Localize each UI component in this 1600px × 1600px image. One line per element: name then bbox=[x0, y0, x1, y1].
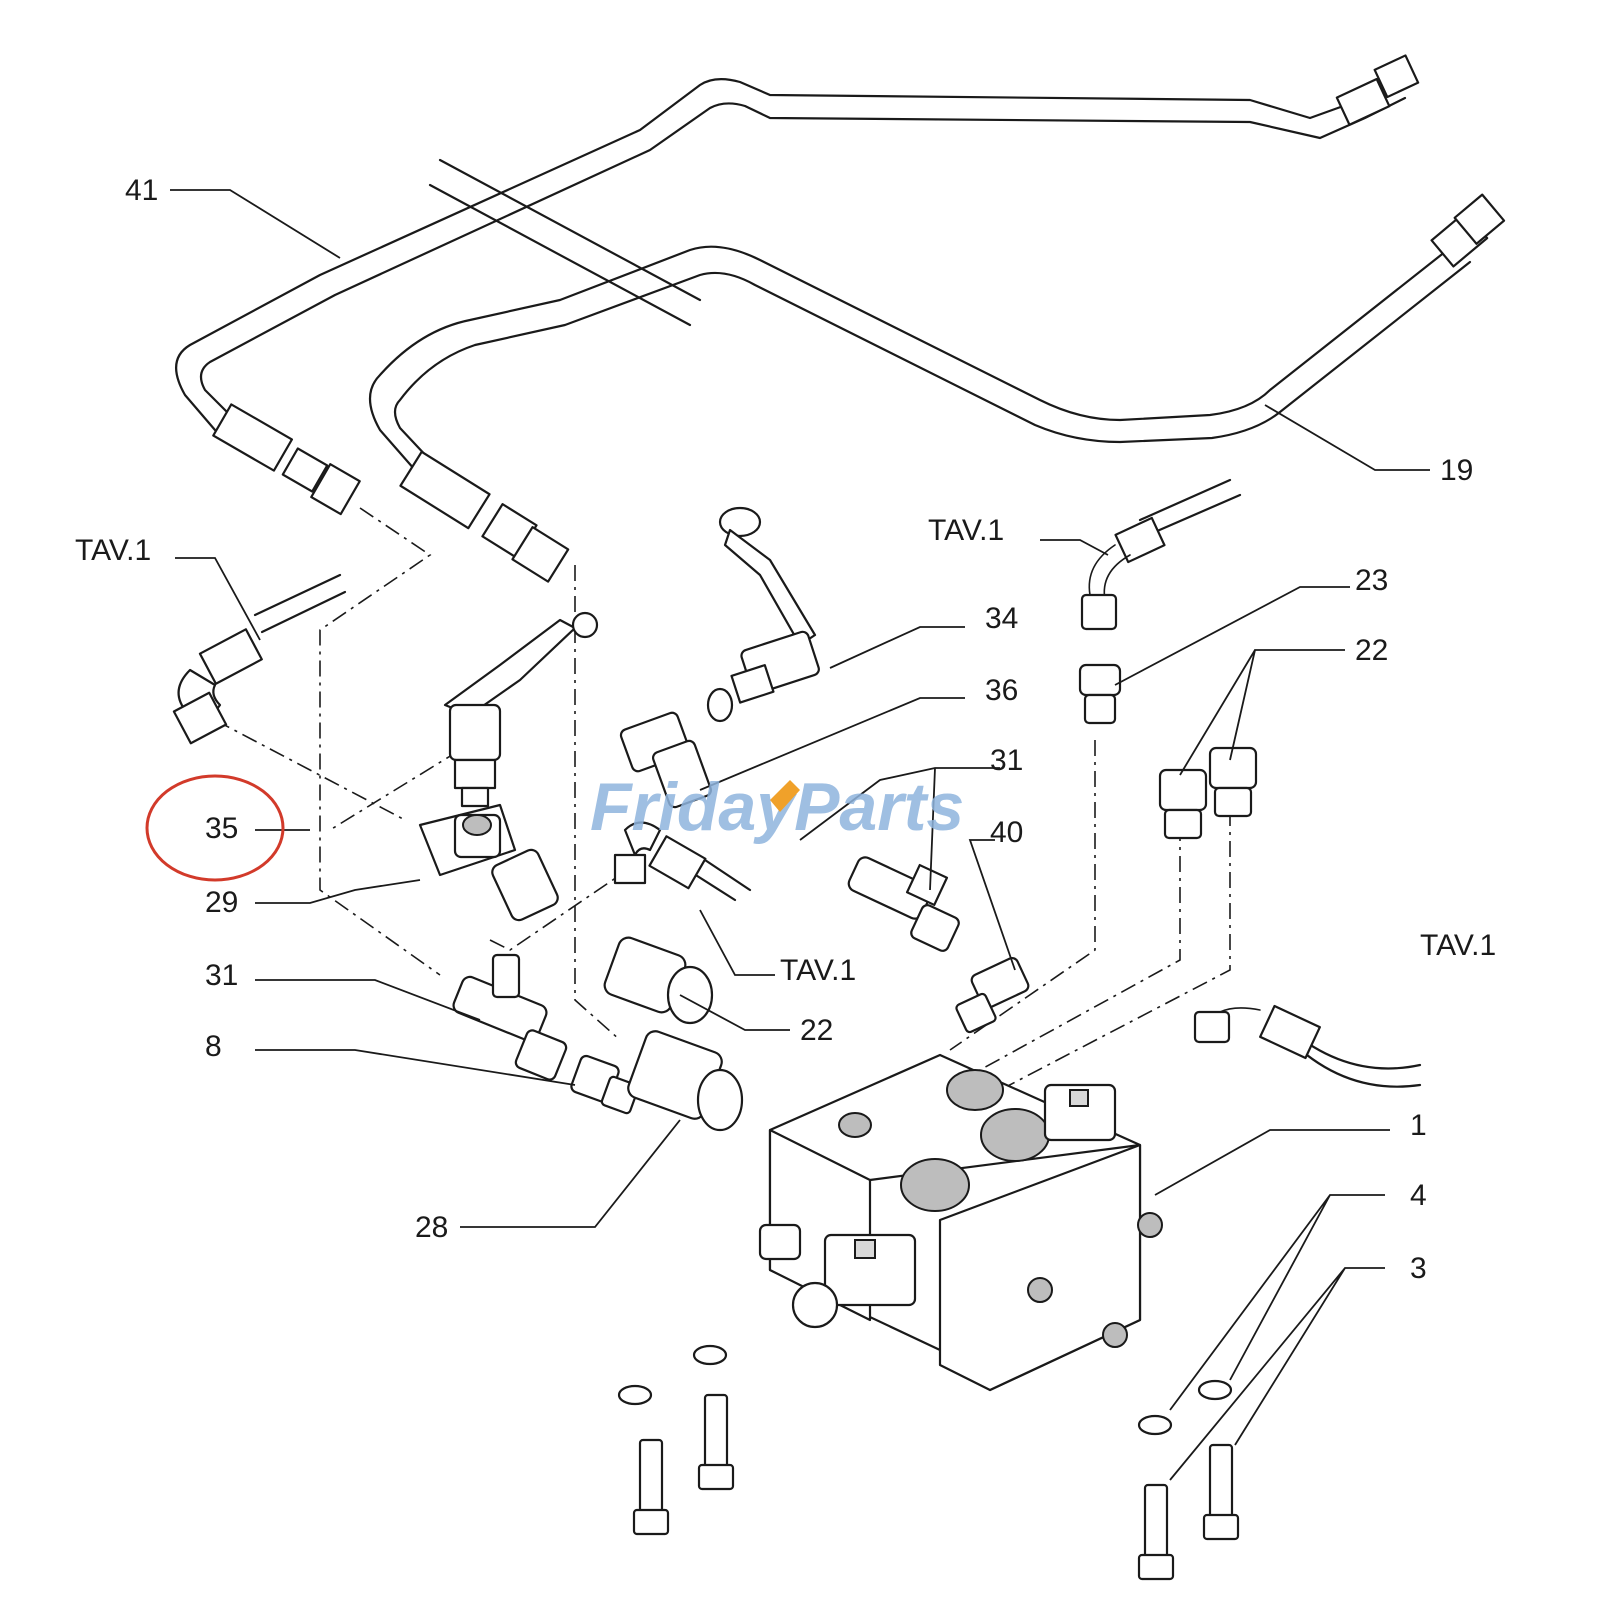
svg-text:FridayParts: FridayParts bbox=[590, 769, 964, 845]
label-31-right: 31 bbox=[990, 744, 1023, 777]
label-tav-left: TAV.1 bbox=[75, 534, 151, 567]
label-3: 3 bbox=[1410, 1252, 1427, 1285]
label-tav-mid: TAV.1 bbox=[780, 954, 856, 987]
label-22-mid: 22 bbox=[800, 1014, 833, 1047]
adapter-28 bbox=[627, 1030, 744, 1132]
label-tav-right: TAV.1 bbox=[1420, 929, 1496, 962]
label-22-right: 22 bbox=[1355, 634, 1388, 667]
watermark-accent-icon bbox=[770, 780, 800, 812]
label-28: 28 bbox=[415, 1211, 448, 1244]
watermark-part1: Friday bbox=[590, 769, 797, 845]
valve-block-1 bbox=[758, 1053, 1163, 1392]
leader-lines bbox=[170, 189, 1430, 1481]
label-34: 34 bbox=[985, 602, 1018, 635]
highlight-circle bbox=[145, 774, 285, 882]
hose-end-right bbox=[1193, 1004, 1422, 1088]
tee-fitting-31-right bbox=[847, 856, 960, 952]
label-4: 4 bbox=[1410, 1179, 1427, 1212]
adapter-22-mid bbox=[603, 936, 714, 1025]
label-19: 19 bbox=[1440, 454, 1473, 487]
pipe-41 bbox=[175, 54, 1420, 516]
label-29: 29 bbox=[205, 886, 238, 919]
label-40: 40 bbox=[990, 816, 1023, 849]
bolts-and-washers bbox=[617, 1344, 1240, 1581]
watermark-part2: Parts bbox=[794, 769, 964, 845]
tee-fitting-31-left bbox=[452, 953, 568, 1081]
lever-valve-34 bbox=[706, 506, 820, 723]
hose-end-mid bbox=[613, 821, 752, 902]
adapter-22-right bbox=[1158, 746, 1258, 840]
label-1: 1 bbox=[1410, 1109, 1427, 1142]
label-8: 8 bbox=[205, 1030, 222, 1063]
pipe-19 bbox=[369, 193, 1506, 583]
adapter-23 bbox=[1078, 663, 1122, 725]
tee-fitting-29 bbox=[418, 803, 559, 922]
label-36: 36 bbox=[985, 674, 1018, 707]
hose-end-left bbox=[172, 573, 347, 745]
label-35: 35 bbox=[205, 812, 238, 845]
label-41: 41 bbox=[125, 174, 158, 207]
pipe-break-marks bbox=[428, 158, 702, 327]
elbow-fitting-40 bbox=[955, 956, 1030, 1034]
watermark-logo: FridayParts bbox=[590, 769, 964, 845]
label-tav-top-right: TAV.1 bbox=[928, 514, 1004, 547]
assembly-guides bbox=[214, 507, 1231, 1091]
label-23: 23 bbox=[1355, 564, 1388, 597]
elbow-fitting-36 bbox=[619, 711, 713, 809]
label-31-left: 31 bbox=[205, 959, 238, 992]
hose-end-top-right bbox=[1080, 478, 1242, 631]
lever-valve-left bbox=[443, 611, 599, 808]
part-labels: 41 19 TAV.1 TAV.1 23 34 22 36 31 40 35 2… bbox=[75, 174, 1496, 1285]
